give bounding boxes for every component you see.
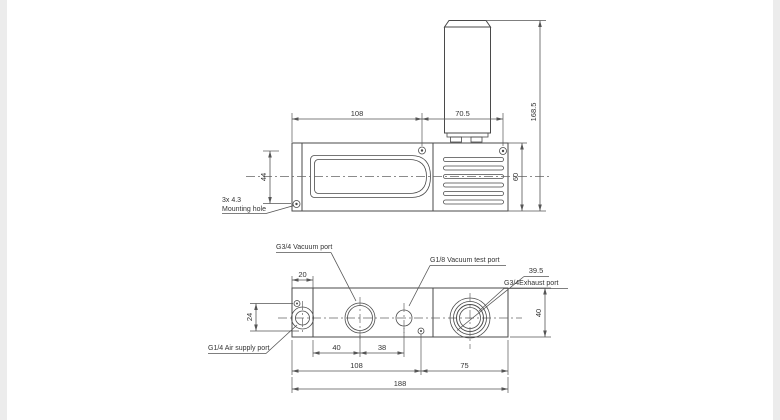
label-vacuum-test-port: G1/8 Vacuum test port [408,257,506,307]
air-supply-port [291,301,314,335]
dim-24-text: 24 [245,313,254,321]
dim-75: 75 [421,340,509,375]
mounting-note-line1: 3x 4.3 [222,197,241,204]
dim-188-text: 188 [394,379,407,388]
dim-38-text: 38 [378,343,386,352]
label-exhaust-port: G3/4Exhaust port [478,280,568,312]
label-vacuum-port: G3/4 Vacuum port [276,244,357,302]
mounting-hole-note: 3x 4.3 Mounting hole [222,197,295,214]
silencer-cylinder [443,20,492,143]
silencer-cap [443,20,492,28]
vacuum-port-label-text: G3/4 Vacuum port [276,244,332,251]
dim-108-bottom: 108 [291,334,422,375]
body-bottom [278,287,522,349]
dim-168-5: 168.5 [486,20,546,212]
exhaust-port-label-text: G3/4Exhaust port [504,280,559,287]
label-air-supply-port: G1/4 Air supply port [208,324,298,354]
body-side [246,142,552,212]
vacuum-port [344,297,376,339]
dim-108-top-text: 108 [351,109,364,118]
silencer-body [444,26,491,134]
mounting-hole-3 [292,200,301,208]
silencer-foot-right [470,136,483,143]
body-outline [291,142,509,212]
dim-60-text: 60 [511,173,520,181]
dim-39-5-text: 39.5 [529,266,544,275]
dim-24: 24 [245,303,299,332]
dim-108-bottom-text: 108 [350,361,363,370]
mounting-hole-1 [418,146,426,155]
top-view: 108 70.5 168.5 60 44 [222,20,552,214]
dim-188: 188 [291,377,509,393]
right-edge-band [773,0,780,420]
dim-60: 60 [508,142,527,211]
exhaust-port [449,293,491,349]
dim-40-spacing: 40 [312,335,361,357]
dim-40-width-text: 40 [534,309,543,317]
dim-75-text: 75 [460,361,468,370]
dim-20-text: 20 [298,270,306,279]
vacuum-test-port-label-text: G1/8 Vacuum test port [430,257,500,264]
dim-168-5-text: 168.5 [529,103,538,122]
slot-inner [314,159,427,194]
bottom-view: 20 24 40 38 108 [208,244,568,393]
dim-44-text: 44 [259,173,268,181]
dim-40-width: 40 [510,287,551,338]
silencer-flange [446,132,489,138]
air-supply-port-label-text: G1/4 Air supply port [208,345,270,352]
dim-39-5: 39.5 [456,266,549,331]
dim-44: 44 [259,150,291,204]
left-edge-band [0,0,7,420]
dim-40-spacing-text: 40 [332,343,340,352]
dim-70-5-text: 70.5 [455,109,470,118]
dim-108-top: 108 [291,109,423,146]
muffler-ribs [443,157,504,205]
silencer-foot-left [450,136,462,143]
dim-38: 38 [360,328,405,357]
small-hole-top-left [293,300,301,307]
mounting-note-line2: Mounting hole [222,206,266,213]
mounting-hole-2 [499,147,507,155]
dim-70-5: 70.5 [422,109,504,146]
dim-20: 20 [291,270,314,288]
body-bottom-outline [291,287,509,338]
slot-outer [310,155,431,198]
